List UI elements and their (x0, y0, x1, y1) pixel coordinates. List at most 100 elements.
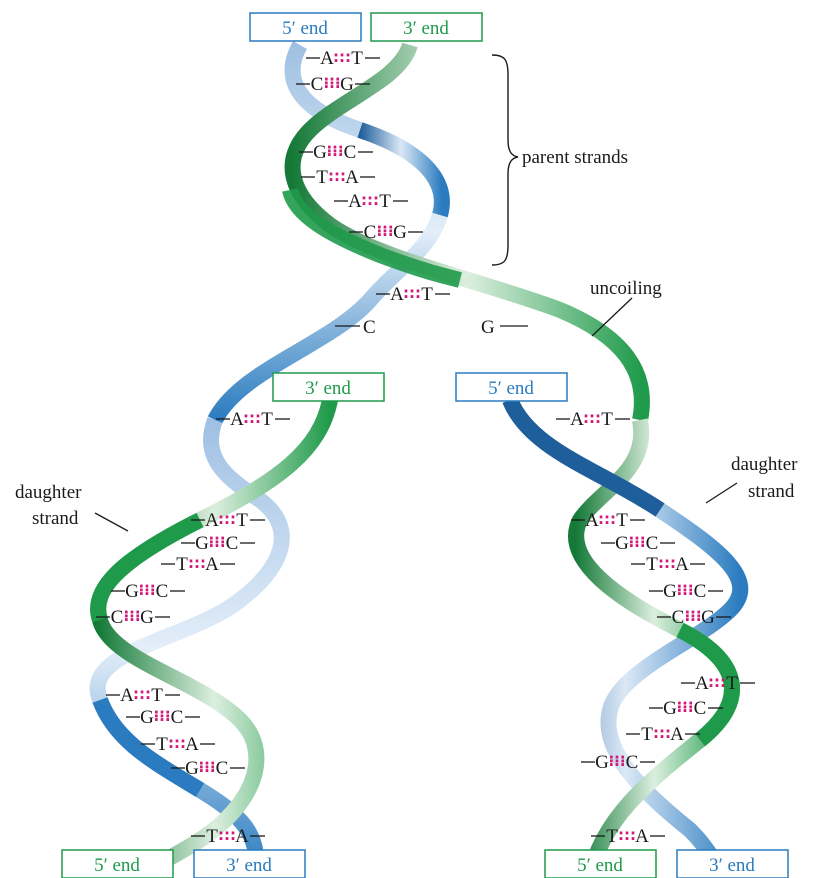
right-daughter-pair-5-right-base: C (694, 581, 707, 602)
right-daughter-pair-1-left-base: A (570, 409, 584, 430)
left-daughter-pair-6-left-base: C (111, 607, 124, 628)
right-daughter-pair-4-left-base: T (646, 554, 658, 575)
right-daughter-pair-2-bond: ::: (598, 510, 616, 528)
right-daughter-pair-1-bond: ::: (583, 409, 601, 427)
left-daughter-pair-5-right-base: C (156, 581, 169, 602)
parent-pair-2-right-base: G (340, 74, 354, 95)
left-daughter-pair-4-right-base: A (205, 554, 219, 575)
parent-pair-3-left-base: G (313, 142, 327, 163)
right-daughter-pair-9-bond: ::: (653, 724, 671, 742)
left-daughter-pair-6-right-base: G (140, 607, 154, 628)
parent-pair-5-bond: ::: (361, 191, 379, 209)
left-daughter-pair-7-bond: ::: (133, 685, 151, 703)
parent-pair-1-bond: ::: (333, 48, 351, 66)
right-daughter-pair-6-bond: ⁝⁝⁝ (684, 607, 701, 625)
right-daughter-helix (502, 396, 749, 878)
right-daughter-pair-1-right-base: T (601, 409, 613, 430)
parent-strands-bracket (491, 54, 519, 266)
parent-pair-7-right-base: T (421, 284, 433, 305)
daughter-strand-left-label-line2: strand (32, 508, 79, 529)
uncoiling-pointer (591, 297, 633, 337)
left-daughter-pair-8-right-base: C (171, 707, 184, 728)
svg-text:3′ end: 3′ end (403, 18, 449, 39)
right-daughter-pair-4-bond: ::: (658, 554, 676, 572)
right-daughter-pair-4-right-base: A (675, 554, 689, 575)
parent-pair-1-left-base: A (320, 48, 334, 69)
right-daughter-pair-2-left-base: A (585, 510, 599, 531)
left-green-front (90, 512, 204, 623)
right-daughter-pair-5-bond: ⁝⁝⁝ (676, 581, 693, 599)
left-daughter-pair-6-bond: ⁝⁝⁝ (123, 607, 140, 625)
parent-green-front (282, 187, 462, 288)
end-label-mid-left: 3′ end (272, 372, 385, 402)
svg-text:3′ end: 3′ end (709, 855, 755, 876)
right-daughter-pair-10-right-base: C (626, 752, 639, 773)
parent-pair-5-left-base: A (348, 191, 362, 212)
left-blue-strand (89, 417, 290, 878)
end-label-mid-right: 5′ end (455, 372, 568, 402)
left-daughter-pair-1-left-base: A (230, 409, 244, 430)
end-label-bottom-left-a: 5′ end (61, 849, 174, 878)
parent-pair-3-bond: ⁝⁝⁝ (326, 142, 343, 160)
right-daughter-pair-7-left-base: A (695, 673, 709, 694)
left-daughter-pair-2-left-base: A (205, 510, 219, 531)
daughter-strand-left-pointer (94, 512, 129, 532)
right-daughter-pair-6-right-base: G (701, 607, 715, 628)
left-daughter-pair-7-left-base: A (120, 685, 134, 706)
left-daughter-pair-11-bond: ::: (218, 826, 236, 844)
parent-pair-5-right-base: T (379, 191, 391, 212)
left-daughter-pair-4-bond: ::: (188, 554, 206, 572)
left-daughter-pair-9-right-base: A (185, 734, 199, 755)
svg-text:3′ end: 3′ end (226, 855, 272, 876)
right-daughter-pair-3-right-base: C (646, 533, 659, 554)
svg-text:5′ end: 5′ end (577, 855, 623, 876)
left-daughter-pair-3-bond: ⁝⁝⁝ (208, 533, 225, 551)
left-daughter-pair-1-bond: ::: (243, 409, 261, 427)
left-daughter-pair-11-left-base: T (206, 826, 218, 847)
base-pairs: A:::TC⁝⁝⁝GG⁝⁝⁝CT:::AA:::TC⁝⁝⁝GA:::TA:::T… (96, 48, 755, 847)
svg-text:5′ end: 5′ end (488, 378, 534, 399)
left-daughter-pair-2-bond: ::: (218, 510, 236, 528)
end-label-bottom-left-b: 3′ end (193, 849, 306, 878)
parent-pair-4-left-base: T (316, 167, 328, 188)
right-daughter-pair-8-left-base: G (663, 698, 677, 719)
parent-pair-6-bond: ⁝⁝⁝ (376, 222, 393, 240)
left-daughter-helix (89, 398, 338, 878)
right-blue-front (502, 396, 665, 517)
parent-pair-4-right-base: A (345, 167, 359, 188)
svg-text:3′ end: 3′ end (305, 378, 351, 399)
left-daughter-pair-11-right-base: A (235, 826, 249, 847)
left-daughter-pair-5-left-base: G (125, 581, 139, 602)
right-daughter-pair-11-bond: ::: (618, 826, 636, 844)
left-daughter-pair-10-right-base: C (216, 758, 229, 779)
right-daughter-pair-8-right-base: C (694, 698, 707, 719)
right-daughter-pair-10-bond: ⁝⁝⁝ (608, 752, 625, 770)
right-daughter-pair-11-right-base: A (635, 826, 649, 847)
left-daughter-pair-10-bond: ⁝⁝⁝ (198, 758, 215, 776)
left-daughter-pair-8-bond: ⁝⁝⁝ (153, 707, 170, 725)
left-daughter-pair-5-bond: ⁝⁝⁝ (138, 581, 155, 599)
svg-text:5′ end: 5′ end (282, 18, 328, 39)
right-daughter-pair-10-left-base: G (595, 752, 609, 773)
daughter-strand-right-pointer (705, 482, 738, 504)
right-daughter-pair-6-left-base: C (672, 607, 685, 628)
end-label-bottom-right-a: 5′ end (544, 849, 657, 878)
right-daughter-pair-9-right-base: A (670, 724, 684, 745)
right-daughter-pair-7-right-base: T (726, 673, 738, 694)
right-daughter-pair-3-bond: ⁝⁝⁝ (628, 533, 645, 551)
parent-helix (207, 41, 650, 424)
end-label-top-right: 3′ end (370, 12, 483, 42)
unpaired-bases: C G (335, 317, 528, 338)
uncoiling-label: uncoiling (590, 278, 662, 299)
daughter-strand-right-label-line1: daughter (731, 454, 798, 475)
end-label-top-left: 5′ end (249, 12, 362, 42)
parent-pair-7-left-base: A (390, 284, 404, 305)
left-blue-front (92, 696, 205, 797)
parent-pair-6-left-base: C (364, 222, 377, 243)
left-daughter-pair-9-left-base: T (156, 734, 168, 755)
end-label-bottom-right-b: 3′ end (676, 849, 789, 878)
parent-strands-label: parent strands (522, 147, 628, 168)
daughter-strand-left-label-line1: daughter (15, 482, 82, 503)
parent-pair-3-right-base: C (344, 142, 357, 163)
